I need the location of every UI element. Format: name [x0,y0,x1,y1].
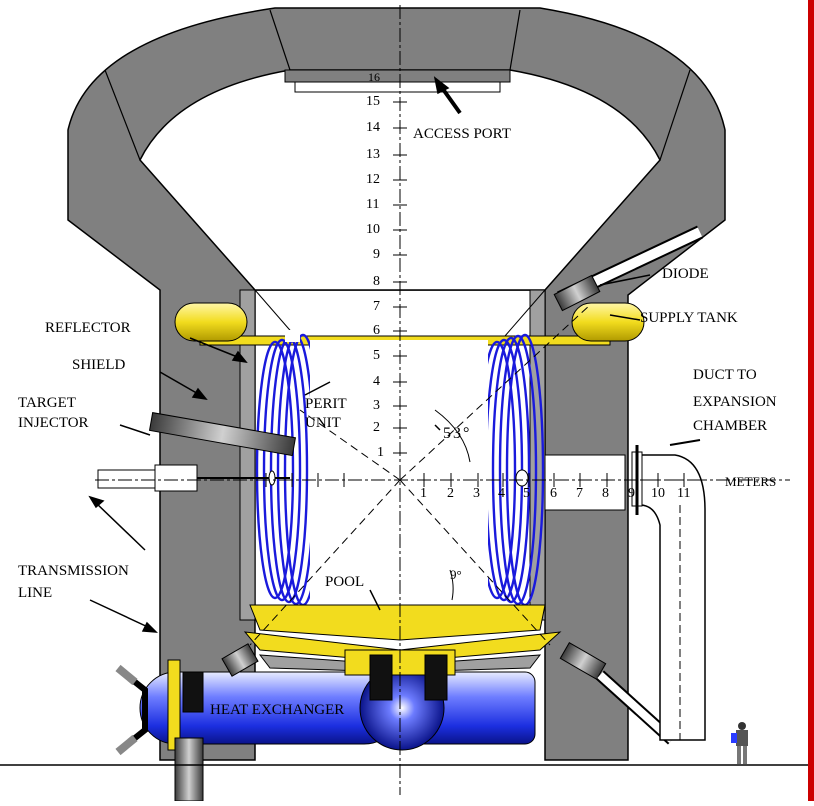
frame-border [808,0,814,801]
v-tick-4: 4 [373,374,380,389]
v-tick-6: 6 [373,323,380,338]
h-tick-2: 2 [447,486,454,501]
h-tick-9: 9 [628,486,635,501]
v-tick-10: 10 [366,222,380,237]
pool [249,604,546,641]
target-injector [148,412,297,457]
v-tick-16: 16 [368,70,380,84]
person-figure [731,722,748,764]
supply-tank-right [571,302,645,342]
v-tick-3: 3 [373,398,380,413]
label-duct-3: CHAMBER [693,418,768,434]
h-tick-1: 1 [420,486,427,501]
h-tick-4: 4 [498,486,505,501]
v-tick-11: 11 [366,197,380,212]
label-reflector: REFLECTOR [45,320,131,336]
v-tick-12: 12 [366,172,380,187]
v-tick-5: 5 [373,348,380,363]
h-tick-5: 5 [523,486,530,501]
label-pool: POOL [325,574,365,590]
label-transmission-2: LINE [18,585,53,601]
v-tick-13: 13 [366,147,380,162]
v-tick-14: 14 [366,120,380,135]
label-shield: SHIELD [72,357,126,373]
label-meters: METERS [725,474,777,489]
v-tick-1: 1 [377,445,384,460]
v-tick-15: 15 [366,94,380,109]
reflector-lining-left [239,289,256,621]
label-angle-9: 9° [450,567,462,582]
label-heat-exchanger: HEAT EXCHANGER [210,702,345,718]
v-tick-9: 9 [373,247,380,262]
label-duct-1: DUCT TO [693,367,757,383]
label-duct-2: EXPANSION [693,394,777,410]
transmission-line-left [97,469,157,489]
h-tick-11: 11 [677,486,691,501]
label-diode: DIODE [662,266,709,282]
h-tick-6: 6 [550,486,557,501]
label-perit-1: PERIT [305,396,347,412]
h-tick-10: 10 [651,486,665,501]
v-tick-8: 8 [373,274,380,289]
h-tick-7: 7 [576,486,583,501]
label-target-1: TARGET [18,395,76,411]
label-angle-53: 53° [443,425,472,442]
access-port [284,69,511,83]
label-transmission-1: TRANSMISSION [18,563,129,579]
duct [639,454,706,741]
v-tick-2: 2 [373,420,380,435]
label-supply-tank: SUPPLY TANK [640,310,738,326]
h-tick-3: 3 [473,486,480,501]
label-target-2: INJECTOR [18,415,89,431]
v-tick-7: 7 [373,299,380,314]
supply-tank-left [174,302,248,342]
h-tick-8: 8 [602,486,609,501]
label-perit-2: UNIT [305,415,341,431]
label-access-port: ACCESS PORT [413,126,511,142]
